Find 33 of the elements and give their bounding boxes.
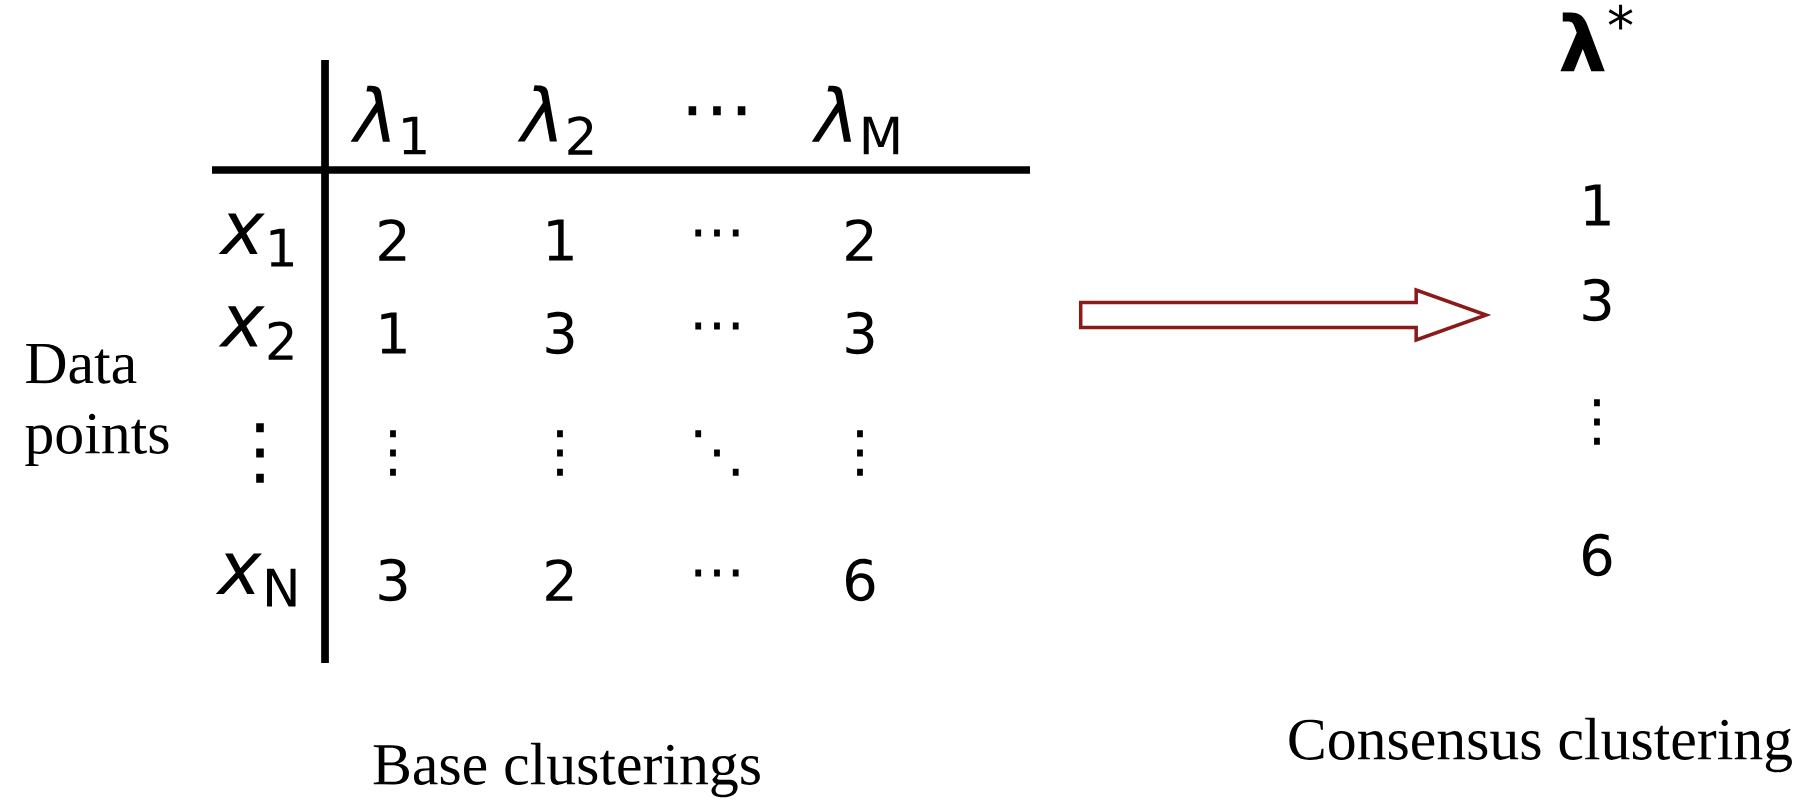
cluster-label: ⋮ [390,430,396,476]
row-header: x$_{N}$ [215,553,296,607]
cluster-label: ⋮ [1594,399,1600,445]
row-header: x$_{2}$ [218,306,293,360]
row-header: x$_{1}$ [218,213,293,267]
row-header: ⋮ [256,423,264,483]
cluster-label: 2 [379,219,406,261]
block-arrow [1078,287,1492,343]
axis-label: Data points [25,343,169,467]
cluster-label: 1 [381,312,406,354]
cluster-label: 3 [379,558,407,602]
column-header: λ$_{1}$ [350,85,426,155]
cluster-label: 2 [846,219,873,261]
cluster-label: ⋯ [695,322,739,330]
cluster-label: 3 [1583,278,1611,322]
cluster-label: 3 [546,311,574,355]
cluster-label: ⋱ [695,430,739,476]
column-header: λ$^{*}$ [1560,4,1633,72]
cluster-label: 6 [1583,533,1612,577]
cluster-label: ⋮ [857,430,863,476]
cluster-label: 1 [548,219,573,261]
cluster-label: 1 [1585,184,1610,226]
table-caption: Consensus clustering [1289,717,1792,773]
cluster-label: ⋮ [557,430,563,476]
cluster-label: ⋯ [695,229,739,237]
cluster-label: ⋯ [695,569,739,577]
column-header: λ$_{2}$ [517,85,593,155]
column-header: ⋯ [688,106,746,116]
cluster-label: 2 [546,559,573,601]
cluster-label: 6 [846,558,875,602]
column-header: λ$_{M}$ [811,85,899,155]
cluster-label: 3 [846,311,874,355]
table-caption: Base clusterings [373,742,760,798]
